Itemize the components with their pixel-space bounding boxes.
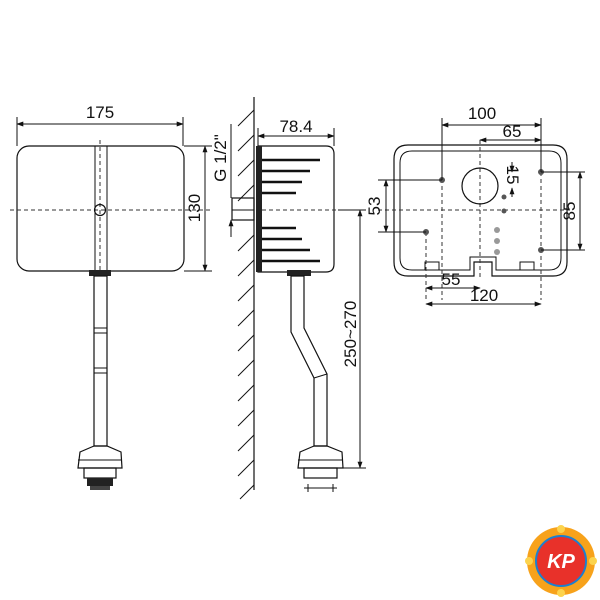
logo-petals [525, 525, 597, 597]
back-top-label: 100 [468, 104, 496, 123]
logo-ring [535, 535, 587, 587]
outlet-pipe [93, 275, 108, 447]
connector-body [303, 467, 338, 479]
pipe-joint [313, 373, 328, 379]
logo-text: KP [547, 551, 575, 573]
front-width-label: 175 [86, 103, 114, 122]
connector-thread [87, 478, 113, 486]
small-hole [501, 208, 507, 214]
small-hole [501, 194, 507, 200]
logo-inner [536, 536, 586, 586]
inlet-thread [231, 197, 255, 221]
mounting-plate [256, 146, 262, 272]
connector-tip [90, 486, 110, 490]
bottom-tab [519, 261, 535, 271]
back-bottom-inner-label: 55 [442, 270, 461, 289]
thread-label: G 1/2" [211, 134, 230, 182]
range-label: 250~270 [341, 301, 360, 368]
side-depth-label: 78.4 [279, 117, 312, 136]
outlet-nut [287, 270, 311, 276]
back-hole-label: 15 [503, 166, 522, 185]
inlet-hole [461, 167, 499, 205]
indicator-dot [494, 238, 500, 244]
outlet-nut [89, 270, 111, 276]
connector-body [83, 467, 117, 479]
front-view: 175 130 [10, 103, 212, 490]
back-view: 100 65 15 53 85 55 120 [365, 104, 585, 307]
side-ribs [262, 158, 320, 263]
back-bottom-label: 120 [470, 286, 498, 305]
side-view: G 1/2" 78.4 [211, 97, 366, 500]
connector-cap [77, 445, 123, 469]
outlet-pipe-bent [290, 275, 328, 447]
connector-cap [297, 445, 344, 469]
side-body [257, 145, 335, 273]
back-left-label: 53 [365, 197, 384, 216]
indicator-dot [494, 249, 500, 255]
back-right-label: 85 [560, 202, 579, 221]
front-height-label: 130 [185, 194, 204, 222]
back-inner-top-label: 65 [503, 122, 522, 141]
bottom-tab [424, 261, 440, 271]
wall-hatch [237, 109, 255, 500]
indicator-dot [494, 227, 500, 233]
brand-logo: KP [525, 525, 597, 597]
back-housing [393, 144, 568, 277]
back-housing-inner [399, 150, 562, 271]
front-sensor-hole [93, 203, 107, 217]
